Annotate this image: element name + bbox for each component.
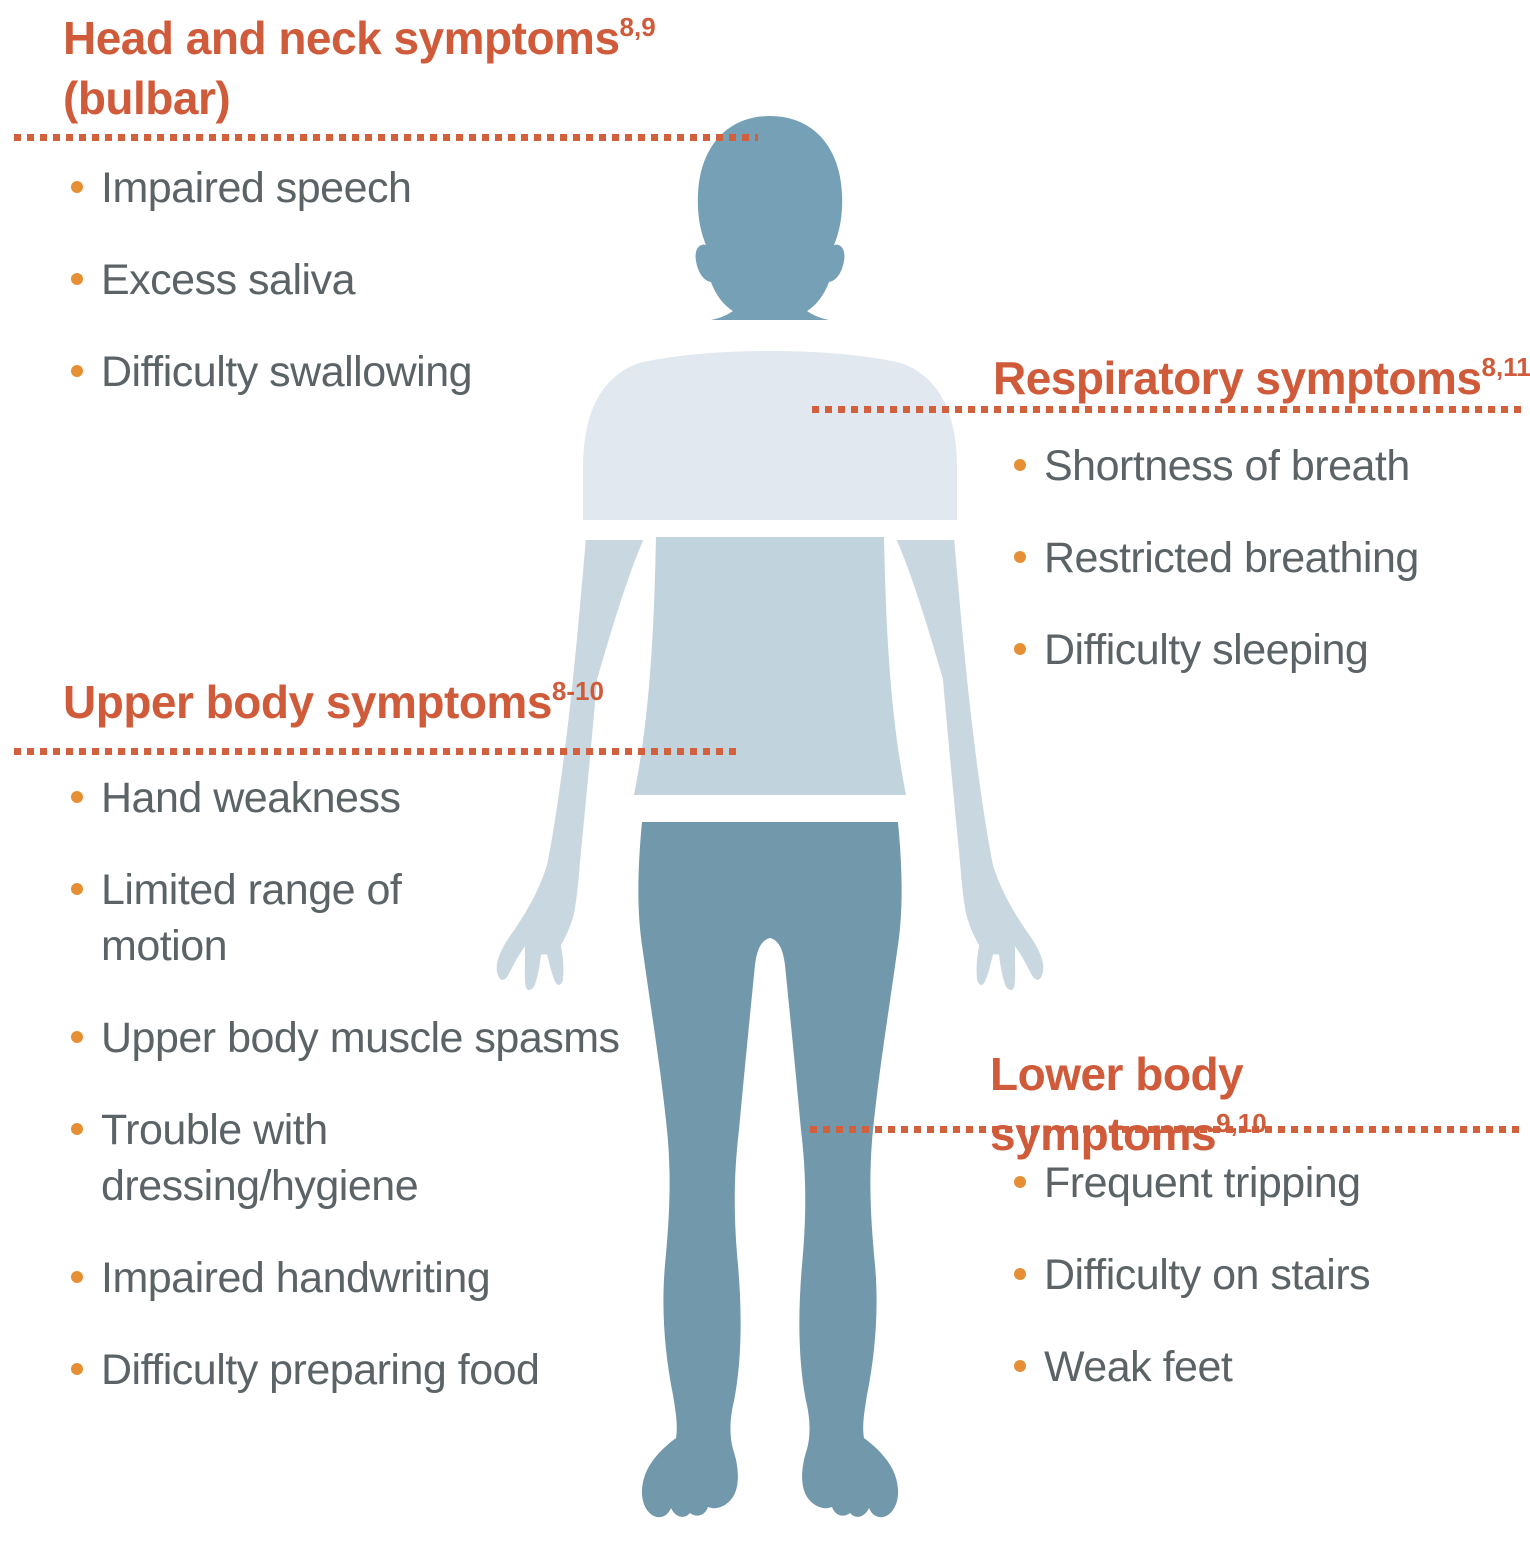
list-item: Restricted breathing (1006, 530, 1526, 586)
list-item: Upper body muscle spasms (63, 1010, 683, 1066)
section-title-superscript: 8-10 (551, 676, 604, 706)
list-item: Excess saliva (63, 252, 683, 308)
section-title-text: Lower body symptoms (990, 1048, 1244, 1160)
list-item: Weak feet (1006, 1339, 1526, 1395)
symptom-list-respiratory: Shortness of breath Restricted breathing… (1006, 438, 1526, 714)
list-item: Shortness of breath (1006, 438, 1526, 494)
divider-lower-body (810, 1126, 1524, 1133)
list-item: Trouble with dressing/hygiene (63, 1102, 683, 1214)
figure-right-arm (887, 534, 1050, 996)
section-title-superscript: 9,10 (1216, 1108, 1267, 1138)
section-title-superscript: 8,11 (1481, 352, 1530, 382)
section-head-neck-title: Head and neck symptoms8,9 (63, 8, 763, 68)
list-item: Limited range of motion (63, 862, 683, 974)
figure-chest (583, 351, 957, 520)
list-item: Difficulty sleeping (1006, 622, 1526, 678)
section-respiratory: Respiratory symptoms8,11 Shortness of br… (993, 348, 1530, 674)
section-upper-body-title: Upper body symptoms8-10 (63, 672, 763, 732)
section-title-text: Respiratory symptoms (993, 352, 1482, 404)
list-item: Difficulty on stairs (1006, 1247, 1526, 1303)
divider-head-neck (14, 134, 758, 141)
section-upper-body: Upper body symptoms8-10 Hand weakness Li… (63, 672, 763, 1394)
list-item: Impaired speech (63, 160, 683, 216)
list-item: Difficulty preparing food (63, 1342, 683, 1398)
symptom-list-head-neck: Impaired speech Excess saliva Difficulty… (63, 160, 683, 436)
figure-head-neck (695, 116, 845, 320)
section-respiratory-title: Respiratory symptoms8,11 (993, 348, 1530, 408)
section-lower-body-title: Lower body symptoms9,10 (990, 1044, 1530, 1164)
section-title-text: Head and neck symptoms (63, 12, 620, 64)
section-lower-body: Lower body symptoms9,10 Frequent trippin… (990, 1044, 1530, 1391)
figure-left-arm (490, 534, 653, 996)
section-head-neck-subtitle: (bulbar) (63, 72, 231, 124)
list-item: Impaired handwriting (63, 1250, 683, 1306)
section-title-superscript: 8,9 (619, 12, 656, 42)
divider-respiratory (812, 406, 1524, 413)
figure-lower-body (638, 822, 902, 1518)
figure-torso (634, 537, 906, 795)
list-item: Hand weakness (63, 770, 683, 826)
list-item: Frequent tripping (1006, 1155, 1526, 1211)
divider-upper-body (14, 748, 742, 755)
symptom-list-lower-body: Frequent tripping Difficulty on stairs W… (1006, 1155, 1526, 1431)
section-title-text: Upper body symptoms (63, 676, 552, 728)
list-item: Difficulty swallowing (63, 344, 683, 400)
section-head-neck: Head and neck symptoms8,9 (bulbar) Impai… (63, 8, 763, 396)
symptom-list-upper-body: Hand weakness Limited range of motion Up… (63, 770, 683, 1434)
